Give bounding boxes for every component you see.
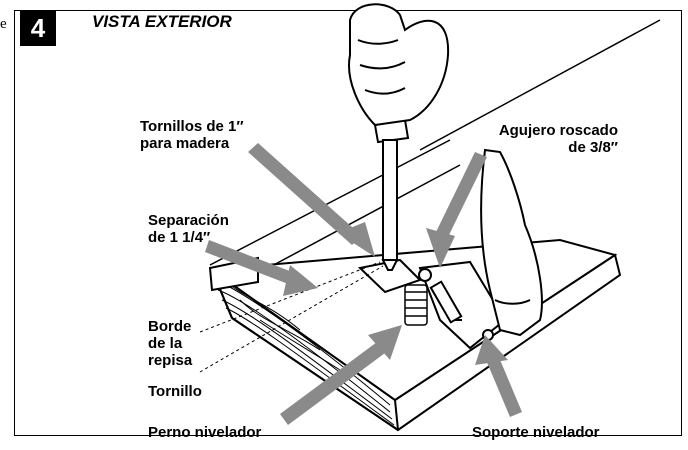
hand-right: [480, 148, 543, 337]
label-threaded-hole: Agujero roscado de 3/8″: [498, 122, 618, 156]
figure-frame: [14, 10, 682, 436]
figure-title: VISTA EXTERIOR: [92, 12, 232, 31]
arrow-leveling-bracket: [475, 335, 522, 417]
stray-text: e: [0, 16, 7, 32]
label-leveling-bolt: Perno nivelador: [148, 424, 262, 441]
label-screw: Tornillo: [148, 383, 202, 400]
arrow-threaded-hole: [426, 152, 487, 268]
arrow-gap: [205, 240, 318, 296]
arrow-screws: [248, 143, 375, 257]
hand-top: [348, 3, 450, 127]
label-gap: Separación de 1 1/4″: [148, 212, 229, 246]
label-leveling-bracket: Soporte nivelador: [472, 424, 600, 441]
wood-grain: [214, 279, 395, 426]
label-wood-screws: Tornillos de 1″ para madera: [140, 118, 244, 152]
screwdriver: [373, 118, 410, 271]
step-number-badge: 4: [20, 10, 56, 46]
cabinet-back: [209, 19, 661, 276]
callout-arrows: [205, 143, 522, 425]
arrow-leveling-bolt: [280, 325, 402, 425]
label-shelf-edge: Borde de la repisa: [148, 318, 193, 369]
leader-lines: [199, 261, 384, 373]
leveling-bolt: [404, 284, 428, 326]
